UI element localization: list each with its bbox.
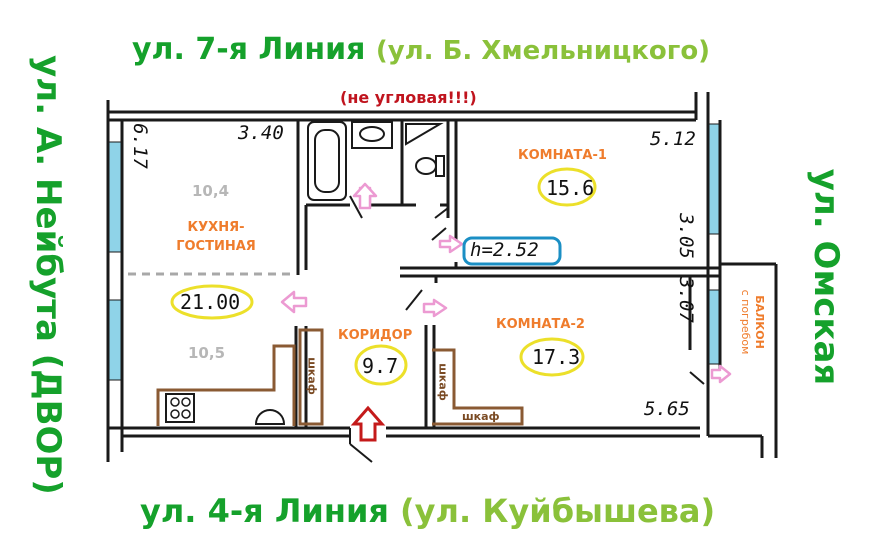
dim-room2-width: 5.65: [644, 398, 690, 420]
kitchen-label-line1: КУХНЯ-: [187, 220, 245, 235]
cabinet-kitchen-label: шкаф: [305, 357, 319, 395]
corridor-label: КОРИДОР: [338, 328, 413, 343]
bath-fixtures: [307, 121, 445, 201]
windows: [108, 123, 720, 381]
balcony-label: БАЛКОН с погребом: [738, 290, 766, 355]
kitchen-area: 21.00: [180, 290, 241, 314]
room2-area: 17.3: [532, 345, 581, 369]
dim-room1-width: 5.12: [650, 128, 696, 150]
entrance-arrow: [350, 405, 386, 442]
balcony-label-line1: БАЛКОН: [753, 295, 766, 349]
room1-area: 15.6: [546, 176, 595, 200]
direction-arrows: [280, 182, 732, 384]
balcony-label-line2: с погребом: [739, 289, 752, 355]
dim-kitchen-width: 3.40: [238, 122, 284, 144]
ceiling-box: [462, 236, 562, 266]
street-top-main: ул. 7-я Линия: [132, 32, 366, 67]
kitchen-part2-area: 10,5: [188, 344, 226, 362]
kitchen-part1-area: 10,4: [192, 182, 230, 200]
dim-kitchen-depth: 6.17: [129, 123, 151, 169]
door-swings: [349, 195, 705, 463]
street-bottom-alt: (ул. Куйбышева): [400, 492, 716, 530]
corridor-area: 9.7: [362, 354, 399, 378]
not-corner-note: (не угловая!!!): [340, 88, 477, 107]
room2-label: КОМНАТА-2: [496, 317, 585, 332]
street-top: ул. 7-я Линия (ул. Б. Хмельницкого): [132, 32, 710, 67]
cabinet-room2-label: шкаф: [462, 410, 500, 423]
ceiling-height: h=2.52: [470, 239, 539, 261]
street-top-alt: (ул. Б. Хмельницкого): [375, 36, 711, 66]
cabinet-room2-vertical-label: шкаф: [436, 363, 450, 401]
area-highlights: [170, 167, 597, 386]
kitchen-furniture: [156, 328, 524, 426]
room1-label: КОМНАТА-1: [518, 148, 607, 163]
dim-room1-depth: 3.05: [675, 213, 697, 259]
kitchen-label-line2: ГОСТИНАЯ: [176, 239, 256, 254]
walls: [106, 92, 778, 462]
dim-room2-depth: 3.07: [675, 277, 697, 323]
street-bottom: ул. 4-я Линия (ул. Куйбышева): [140, 492, 715, 530]
street-bottom-main: ул. 4-я Линия: [140, 492, 389, 530]
kitchen-label: КУХНЯ- ГОСТИНАЯ: [168, 218, 264, 256]
